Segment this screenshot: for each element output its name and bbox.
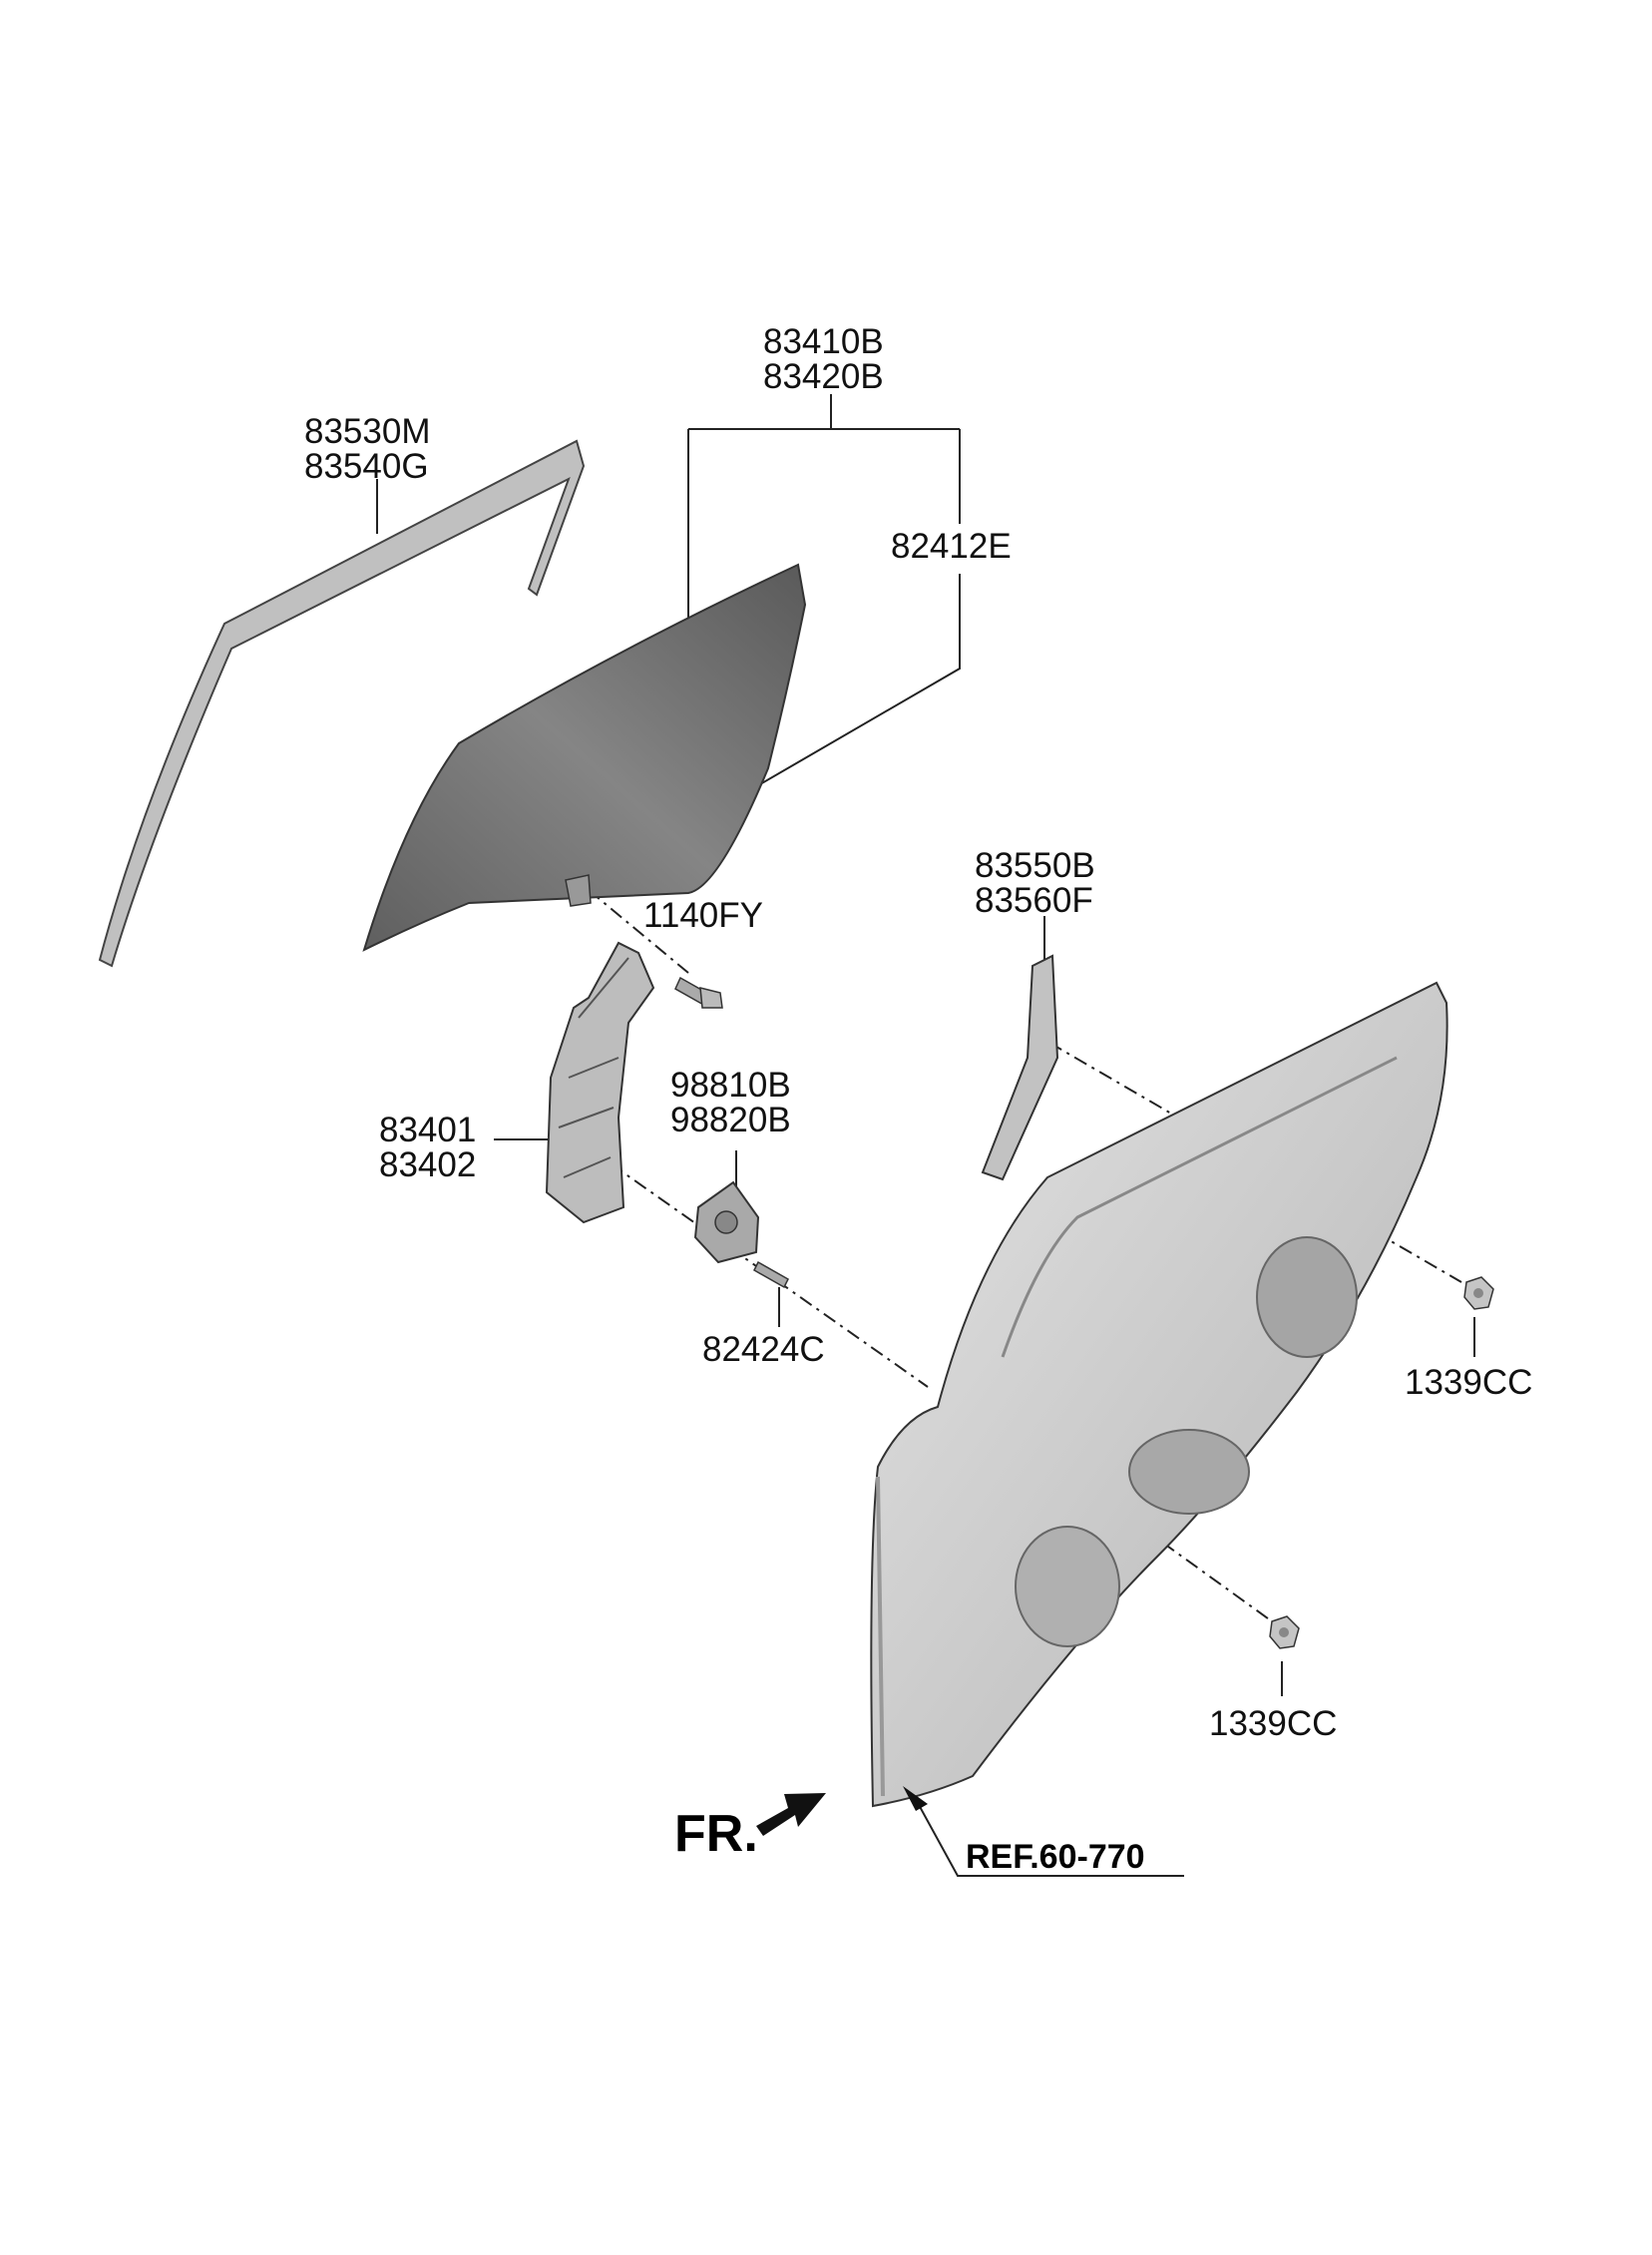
part-label-run-top[interactable]: 83530M: [304, 412, 431, 451]
part-label-channel[interactable]: 82412E: [891, 527, 1012, 566]
nut-lower: [1269, 1615, 1300, 1649]
part-label-regulator-top[interactable]: 83401: [379, 1111, 477, 1149]
glass-run-channel: [98, 439, 586, 968]
part-label-guide-bottom[interactable]: 83560F: [975, 881, 1093, 920]
part-label-regulator-bottom[interactable]: 83402: [379, 1145, 477, 1184]
reference-label[interactable]: REF.60-770: [966, 1838, 1145, 1876]
rear-channel: [981, 954, 1059, 1181]
regulator-motor: [693, 1180, 760, 1264]
screw-part: [753, 1260, 789, 1289]
door-glass: [362, 563, 807, 952]
part-label-nut-lower[interactable]: 1339CC: [1209, 1704, 1338, 1743]
part-label-motor-bottom[interactable]: 98820B: [670, 1101, 791, 1139]
part-label-nut-upper[interactable]: 1339CC: [1405, 1363, 1533, 1402]
front-direction-arrow: [756, 1793, 826, 1836]
window-regulator: [545, 941, 655, 1224]
part-label-glass-bottom[interactable]: 83420B: [763, 357, 884, 396]
front-marker: FR.: [674, 1805, 758, 1863]
nut-upper: [1463, 1276, 1494, 1310]
part-label-motor-top[interactable]: 98810B: [670, 1066, 791, 1105]
part-label-screw[interactable]: 82424C: [702, 1330, 825, 1369]
part-label-run-bottom[interactable]: 83540G: [304, 447, 429, 486]
part-label-glass-top[interactable]: 83410B: [763, 322, 884, 361]
door-panel: [870, 981, 1448, 1808]
part-label-guide-top[interactable]: 83550B: [975, 846, 1095, 885]
bolt-part: [674, 976, 723, 1009]
part-label-bolt[interactable]: 1140FY: [643, 896, 763, 935]
reference-arrow: [903, 1786, 928, 1811]
